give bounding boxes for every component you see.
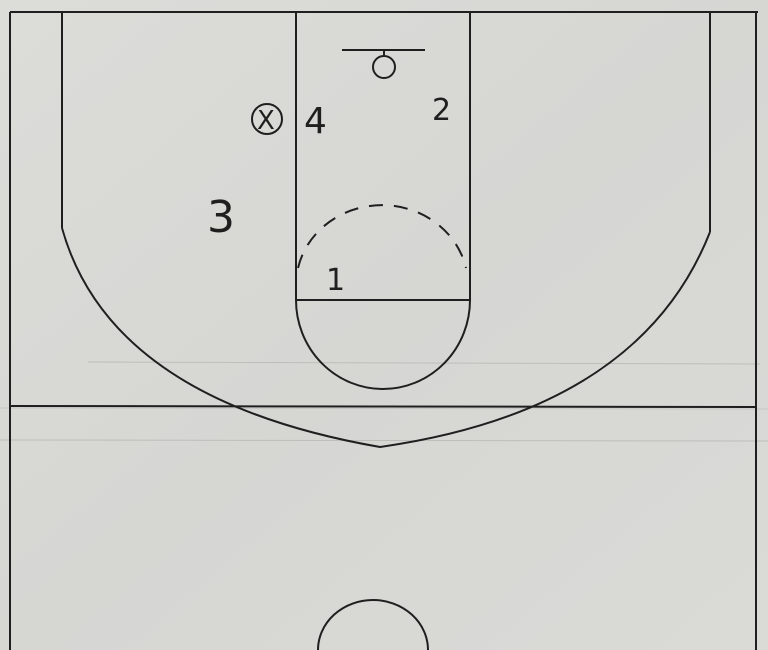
- half-court-line: [9, 405, 757, 408]
- three-point-arc: [61, 227, 711, 449]
- fold-line-upper: [87, 361, 761, 365]
- player-4-label: 4: [304, 101, 327, 142]
- player-1-label: 1: [326, 263, 345, 298]
- defender-marker: X: [251, 103, 283, 136]
- defender-label: X: [257, 106, 275, 136]
- fold-line-mid: [0, 407, 768, 410]
- defender-circle: [251, 103, 283, 135]
- player-2-label: 2: [432, 93, 451, 128]
- free-throw-circle-dashed: [297, 204, 467, 269]
- fold-line-lower: [0, 439, 768, 442]
- center-circle: [317, 599, 429, 650]
- free-throw-circle-solid: [295, 299, 471, 390]
- player-3-label: 3: [207, 192, 235, 243]
- rim: [372, 55, 396, 79]
